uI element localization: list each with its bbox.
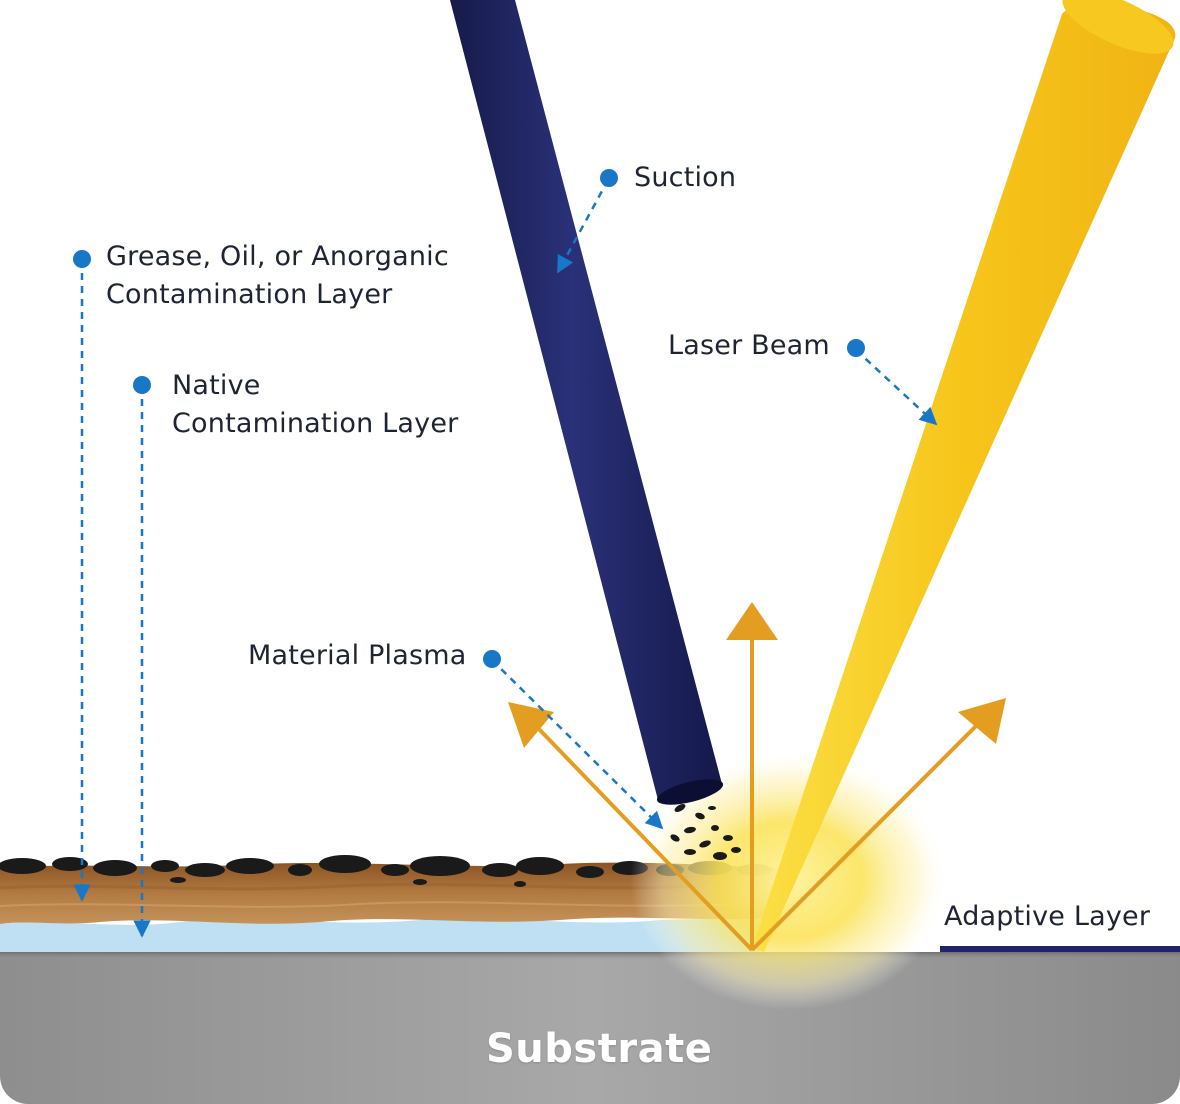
grease-contamination-layer <box>0 862 780 924</box>
adaptive-layer-label: Adaptive Layer <box>944 901 1151 932</box>
substrate-label: Substrate <box>486 1026 713 1072</box>
laser-callout-dot <box>847 339 865 357</box>
callout-lines <box>73 179 938 938</box>
reflection-arrows <box>508 602 1006 952</box>
debris-particles <box>0 855 773 887</box>
native-label-line1: Native <box>172 370 261 401</box>
substrate-top-shade <box>0 952 1180 960</box>
plasma-callout-dot <box>483 650 501 668</box>
grease-layer-streak <box>0 882 701 891</box>
laser-beam <box>752 4 1176 953</box>
grease-label-line2: Contamination Layer <box>106 279 393 310</box>
native-callout-dot <box>133 376 151 394</box>
suction-label: Suction <box>634 162 737 193</box>
substrate-block <box>0 952 1180 1104</box>
suction-nozzle <box>450 0 722 800</box>
plasma-particles <box>670 804 741 860</box>
laser-beam-top <box>1062 0 1174 54</box>
native-contamination-layer <box>0 918 760 952</box>
laser-beam-label: Laser Beam <box>668 330 830 361</box>
grease-layer-streak <box>0 901 741 908</box>
adaptive-layer-line <box>940 946 1180 952</box>
native-label-line2: Contamination Layer <box>172 408 459 439</box>
callout-dots <box>73 169 865 668</box>
material-plasma-label: Material Plasma <box>248 640 467 671</box>
suction-nozzle-opening <box>656 779 724 805</box>
grease-label-line1: Grease, Oil, or Anorganic <box>106 241 449 272</box>
suction-callout-dot <box>600 169 618 187</box>
grease-callout-dot <box>73 250 91 268</box>
